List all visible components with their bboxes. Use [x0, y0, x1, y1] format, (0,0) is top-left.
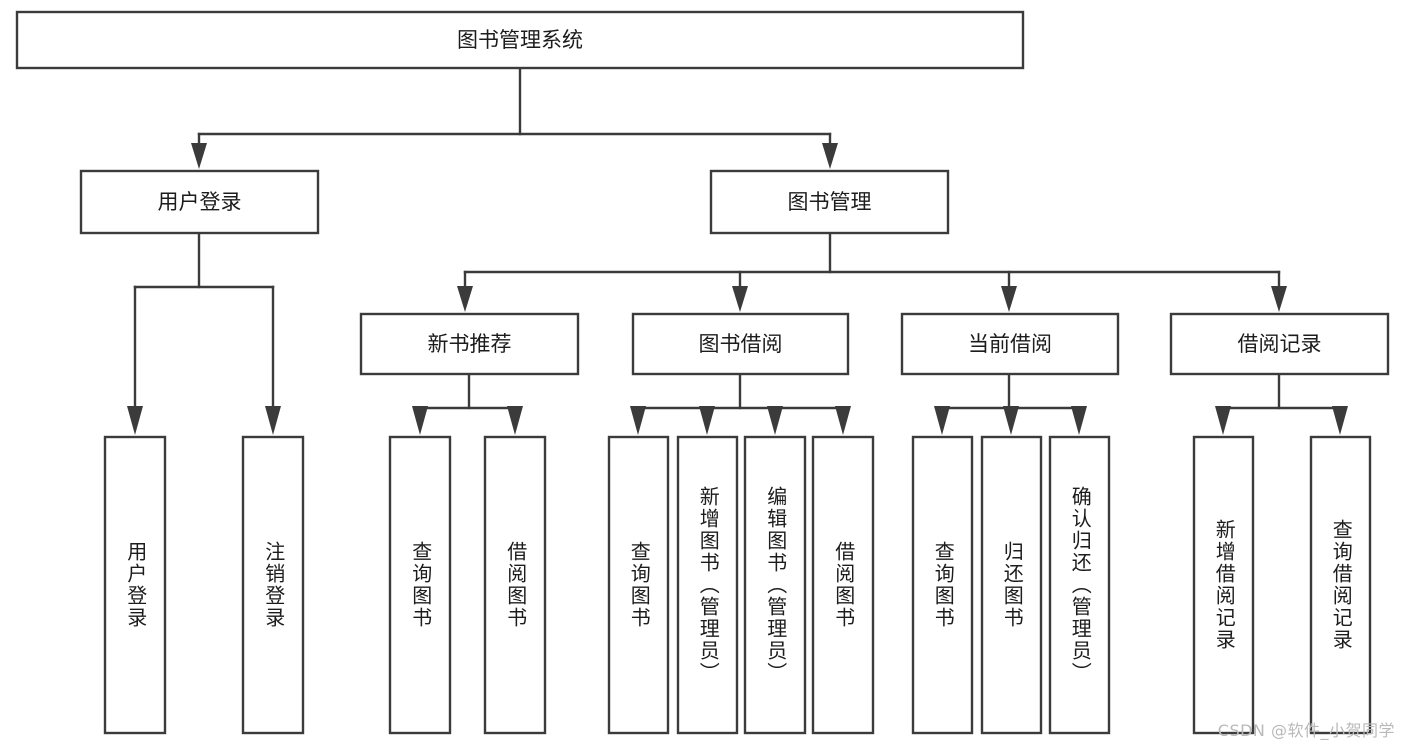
arrow-head-current-borrow	[1001, 286, 1017, 312]
node-box-book-borrow[interactable]	[631, 312, 850, 376]
arrow-head-leaf-query-book-3	[934, 406, 950, 435]
arrow-head-leaf-user-login	[127, 406, 143, 435]
node-box-leaf-borrow-book-1[interactable]	[483, 435, 547, 735]
arrow-head-leaf-edit-book	[767, 406, 783, 435]
node-box-borrow-records[interactable]	[1169, 312, 1390, 376]
node-box-leaf-user-logout[interactable]	[241, 435, 305, 735]
arrow-head-leaf-add-book	[699, 406, 715, 435]
node-box-leaf-add-record[interactable]	[1192, 435, 1255, 735]
watermark-text: CSDN @软件_小贺同学	[1217, 721, 1395, 740]
node-label-book-manage: 图书管理	[788, 190, 872, 214]
arrow-head-leaf-borrow-book-1	[507, 406, 523, 435]
node-box-leaf-add-book[interactable]	[676, 435, 739, 735]
node-box-current-borrow[interactable]	[900, 312, 1120, 376]
node-box-leaf-query-book-1[interactable]	[388, 435, 452, 735]
node-box-new-book-rec[interactable]	[359, 312, 580, 376]
node-label-new-book-rec: 新书推荐	[428, 332, 512, 356]
node-label-user-login: 用户登录	[158, 190, 242, 214]
node-layer: 图书管理系统 用户登录 图书管理 新书推荐 图书借阅 当前借阅 借阅记录	[15, 10, 1390, 735]
arrow-head-book-manage	[822, 143, 838, 169]
arrow-head-leaf-user-logout	[265, 406, 281, 435]
arrow-head-book-borrow	[732, 286, 748, 312]
arrow-head-leaf-borrow-book-2	[835, 406, 851, 435]
arrow-head-leaf-add-record	[1215, 406, 1231, 435]
node-box-leaf-query-record[interactable]	[1309, 435, 1372, 735]
node-box-leaf-edit-book[interactable]	[743, 435, 807, 735]
arrow-head-user-login	[191, 143, 207, 169]
connector-layer	[127, 66, 1348, 435]
node-box-leaf-query-book-2[interactable]	[607, 435, 670, 735]
node-box-leaf-borrow-book-2[interactable]	[811, 435, 875, 735]
arrow-head-new-book-rec	[457, 286, 473, 312]
node-box-user-login[interactable]	[79, 169, 320, 235]
node-label-book-borrow: 图书借阅	[699, 332, 783, 356]
leaf-box-group	[103, 435, 1372, 735]
node-box-book-manage[interactable]	[709, 169, 950, 235]
node-box-root[interactable]	[15, 10, 1025, 70]
node-box-leaf-return-book[interactable]	[980, 435, 1043, 735]
arrow-head-borrow-records	[1271, 286, 1287, 312]
arrow-head-leaf-query-book-1	[412, 406, 428, 435]
node-label-current-borrow: 当前借阅	[968, 332, 1052, 356]
node-box-leaf-query-book-3[interactable]	[911, 435, 974, 735]
arrow-head-leaf-query-record	[1332, 406, 1348, 435]
node-box-leaf-confirm-return[interactable]	[1048, 435, 1111, 735]
arrow-head-leaf-return-book	[1003, 406, 1019, 435]
node-label-root: 图书管理系统	[457, 28, 583, 52]
arrow-head-leaf-query-book-2	[630, 406, 646, 435]
node-label-borrow-records: 借阅记录	[1238, 332, 1322, 356]
arrow-head-leaf-confirm-return	[1071, 406, 1087, 435]
node-box-leaf-user-login[interactable]	[103, 435, 167, 735]
